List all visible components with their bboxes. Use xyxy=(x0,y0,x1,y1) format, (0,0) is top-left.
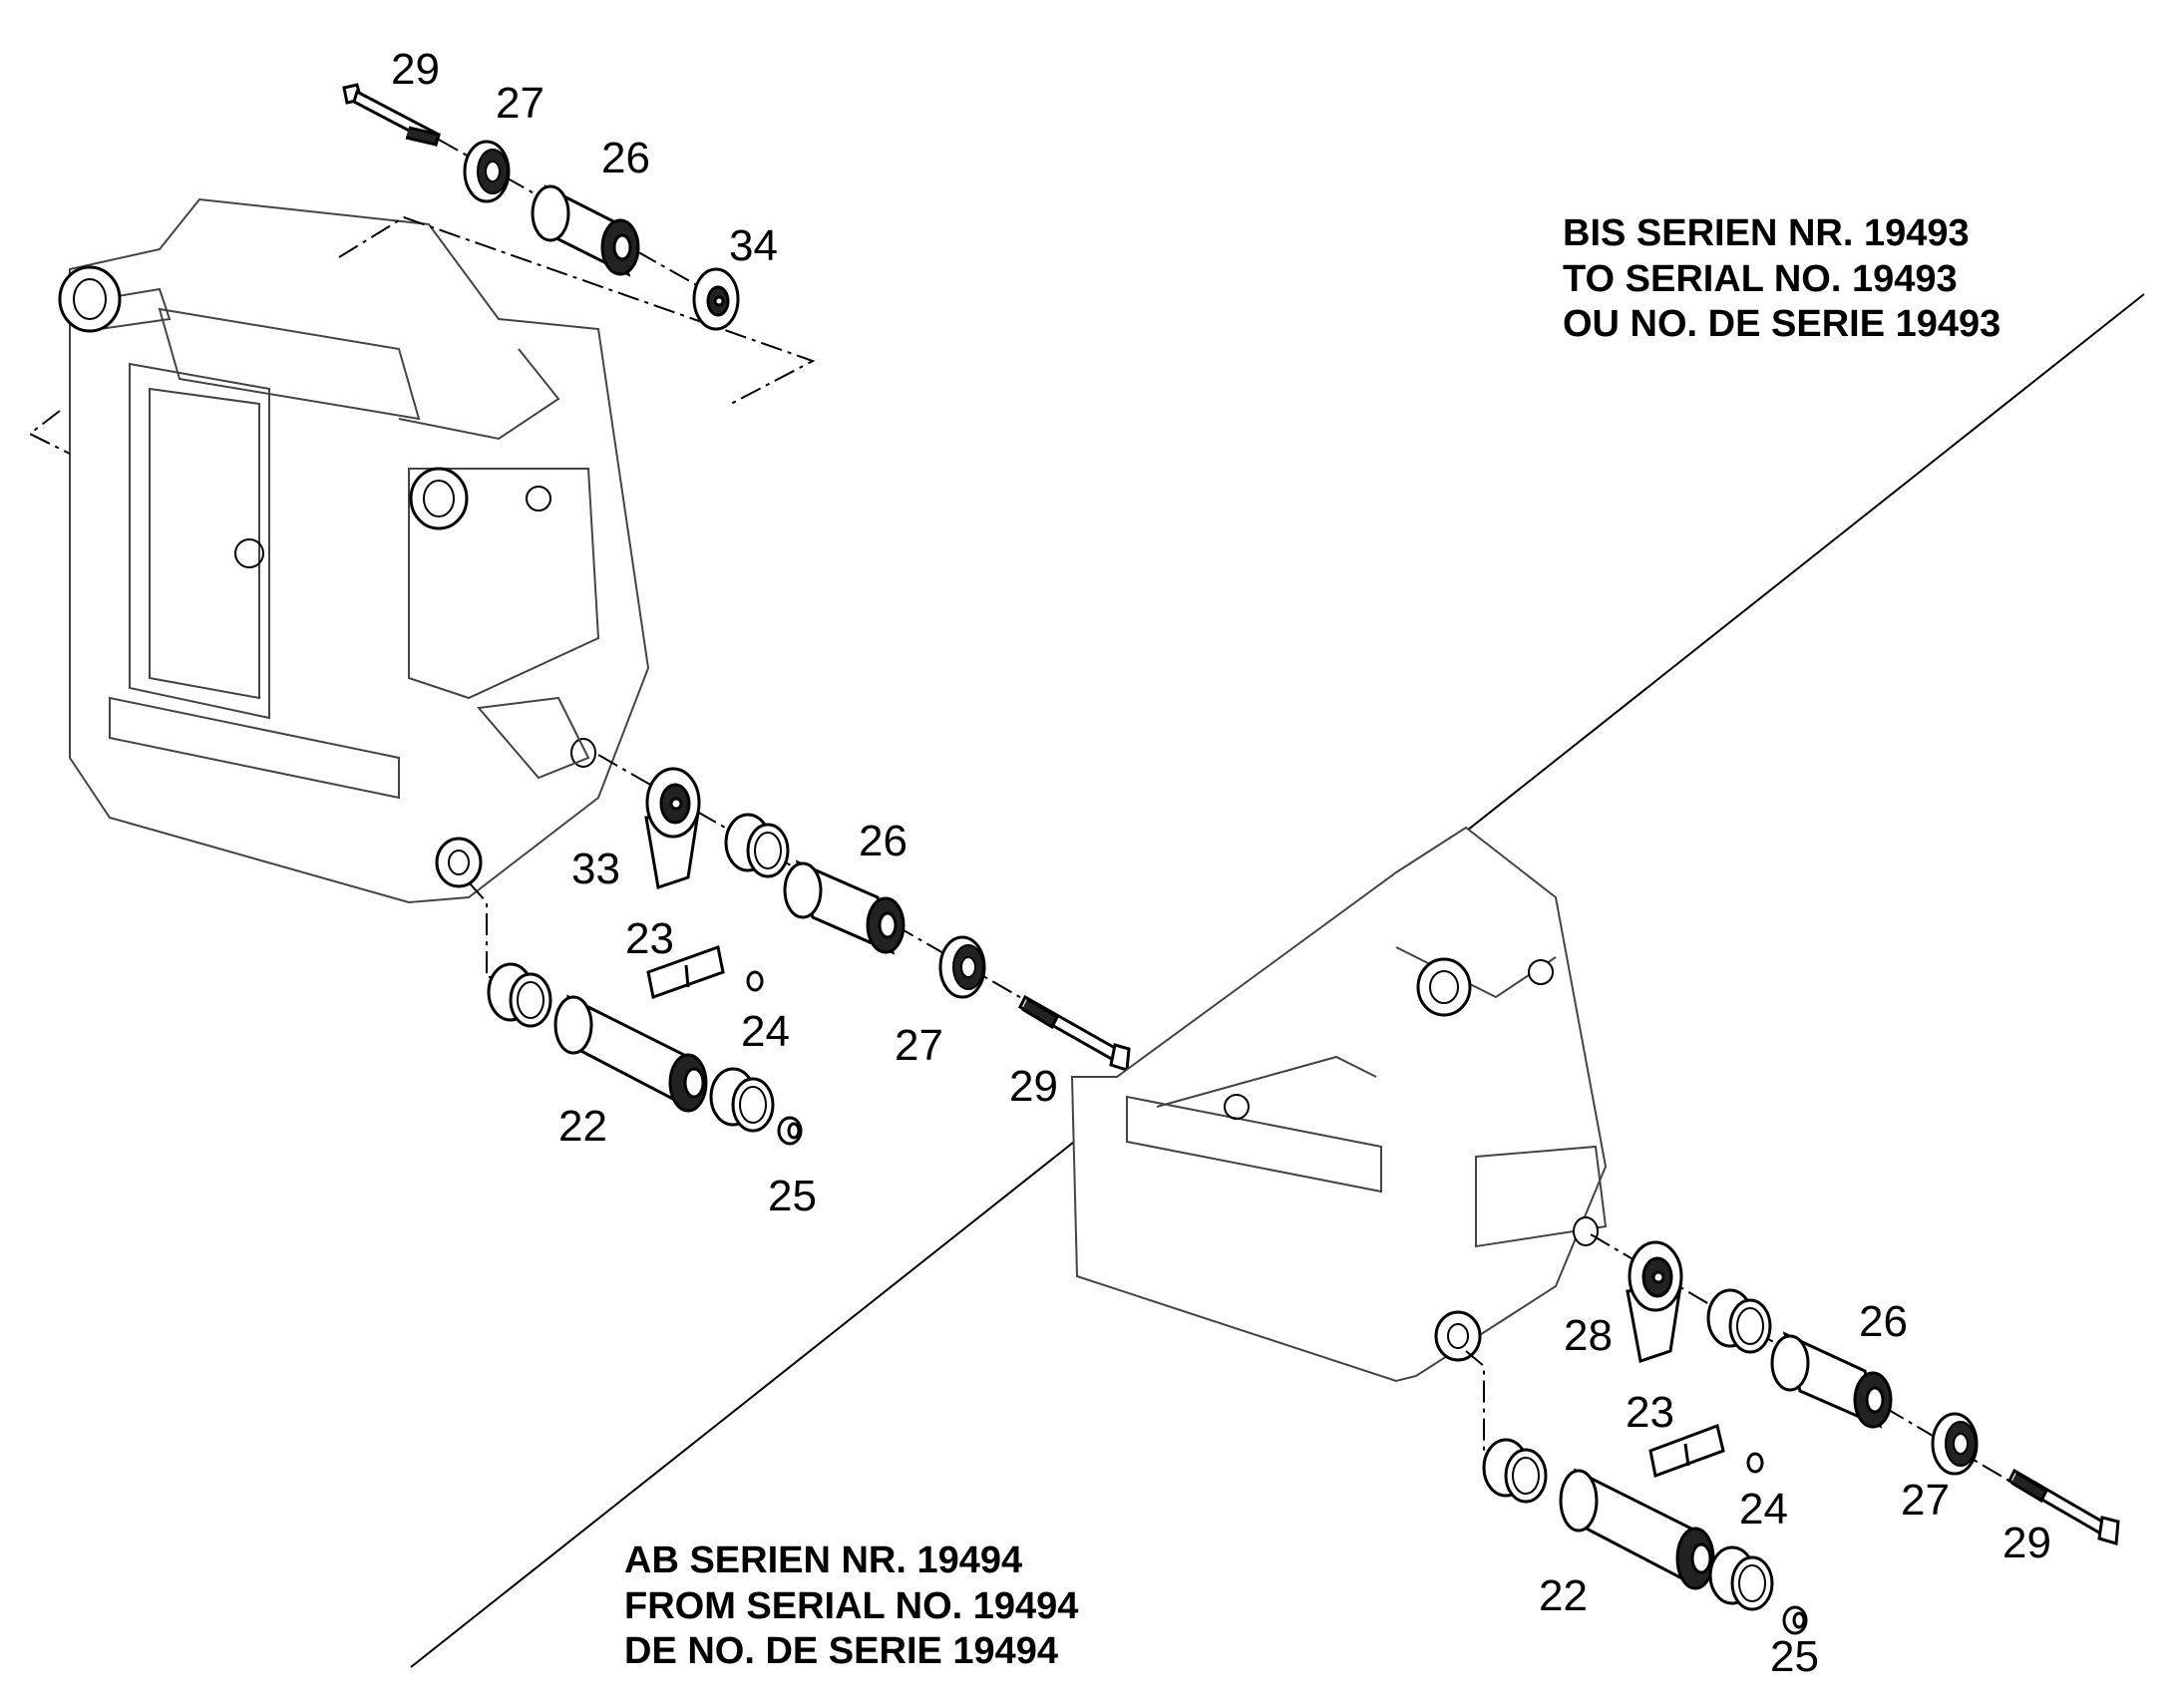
ring-lower xyxy=(1706,1288,1772,1354)
bushing-lower xyxy=(1770,1331,1893,1429)
roller-upper xyxy=(553,994,708,1113)
serial-note-before: BIS SERIEN NR. 19493 TO SERIAL NO. 19493… xyxy=(1563,211,2000,348)
label-screw-lower: 24 xyxy=(1739,1485,1788,1534)
label-bushing-upper: 26 xyxy=(859,817,908,865)
clamp-upper xyxy=(646,945,725,999)
label-roller-upper: 22 xyxy=(558,1102,607,1151)
note-line: DE NO. DE SERIE 19494 xyxy=(624,1630,1059,1673)
ring-upper-right xyxy=(709,1067,775,1133)
label-bushing-top: 26 xyxy=(601,134,650,182)
washer-upper xyxy=(938,935,986,999)
label-clamp-lower: 23 xyxy=(1626,1388,1674,1437)
label-plate-lower: 28 xyxy=(1564,1311,1613,1360)
note-line: OU NO. DE SERIE 19493 xyxy=(1563,303,2001,346)
ring-lower-left xyxy=(1482,1438,1548,1504)
label-clamp-upper: 23 xyxy=(625,914,674,963)
label-bolt-upper: 29 xyxy=(1009,1062,1058,1111)
upper-assembly xyxy=(468,754,1131,1146)
ring-upper-left xyxy=(487,962,552,1028)
cap-lower xyxy=(1782,1605,1808,1635)
note-line: BIS SERIEN NR. 19493 xyxy=(1563,212,1970,254)
bolt-top xyxy=(342,83,441,148)
washer-top xyxy=(463,140,511,203)
clamp-lower xyxy=(1648,1424,1725,1479)
label-cap-lower: 25 xyxy=(1770,1632,1819,1681)
note-line: FROM SERIAL NO. 19494 xyxy=(624,1584,1079,1627)
frame-lower xyxy=(1070,826,1608,1383)
label-bolt-top: 29 xyxy=(391,45,440,94)
note-line: AB SERIEN NR. 19494 xyxy=(624,1539,1023,1581)
ring-lower-right xyxy=(1708,1545,1774,1611)
serial-note-after: AB SERIEN NR. 19494 FROM SERIAL NO. 1949… xyxy=(624,1538,1078,1675)
frame-upper xyxy=(58,197,650,904)
cap-upper xyxy=(777,1116,803,1146)
washer-lower xyxy=(1931,1412,1979,1476)
plate-upper xyxy=(644,767,701,889)
label-nut-plate-top: 34 xyxy=(729,221,778,270)
label-bolt-lower: 29 xyxy=(2002,1519,2051,1567)
label-washer-lower: 27 xyxy=(1901,1476,1950,1525)
screw-lower xyxy=(1746,1452,1764,1474)
bolt-upper xyxy=(1018,994,1131,1072)
note-line: TO SERIAL NO. 19493 xyxy=(1563,257,1958,300)
plate-lower xyxy=(1626,1240,1683,1363)
roller-lower xyxy=(1559,1468,1715,1590)
label-roller-lower: 22 xyxy=(1539,1571,1588,1620)
lower-assembly xyxy=(1465,1233,2120,1635)
label-washer-upper: 27 xyxy=(895,1021,943,1070)
label-screw-upper: 24 xyxy=(741,1007,790,1056)
top-assembly xyxy=(342,83,740,331)
nut-plate-top xyxy=(692,267,740,331)
ring-upper xyxy=(724,813,790,878)
bolt-lower xyxy=(2007,1468,2120,1545)
screw-upper xyxy=(746,970,764,992)
label-bushing-lower: 26 xyxy=(1859,1297,1908,1346)
label-cap-upper: 25 xyxy=(768,1172,817,1220)
bushing-upper xyxy=(783,859,906,955)
label-washer-top: 27 xyxy=(496,79,545,128)
label-plate-upper: 33 xyxy=(571,845,620,893)
bushing-top xyxy=(531,184,640,277)
